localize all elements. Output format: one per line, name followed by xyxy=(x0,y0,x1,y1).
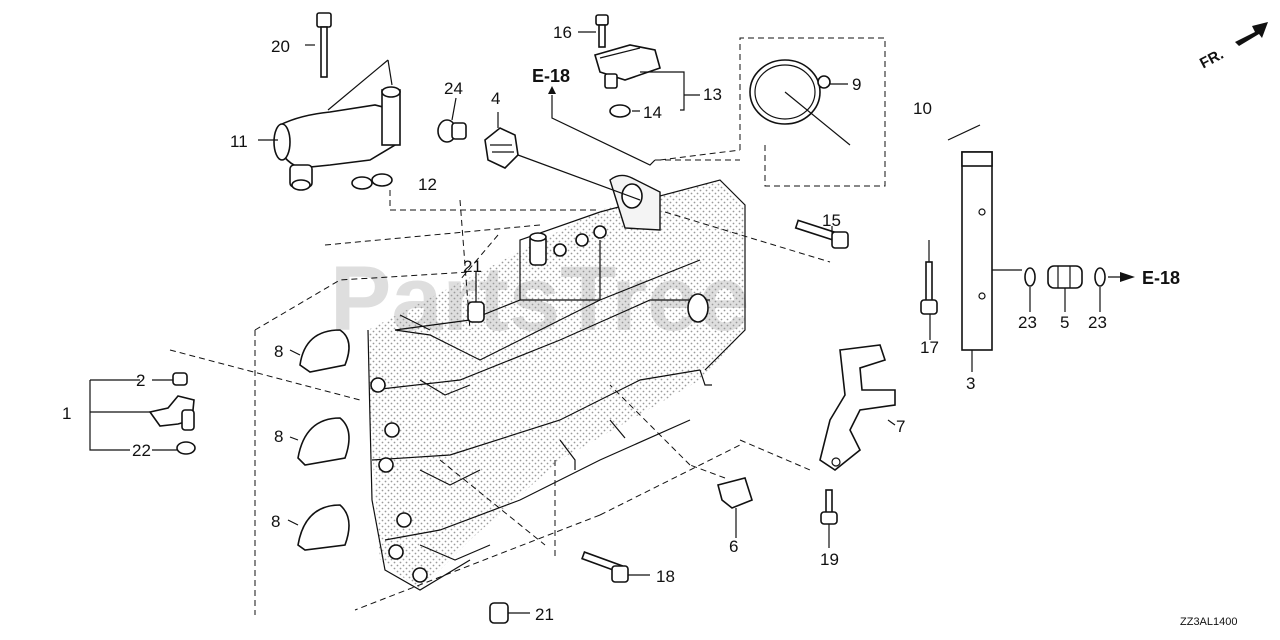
part-7-bracket xyxy=(819,344,896,471)
callout-7: 7 xyxy=(896,417,905,436)
callout-3: 3 xyxy=(966,374,975,393)
part-21-nut-lower xyxy=(489,602,509,624)
callout-18: 18 xyxy=(656,567,675,586)
part-8-gasket-3 xyxy=(297,504,350,551)
callout-19: 19 xyxy=(820,550,839,569)
part-3-fuel-rail xyxy=(961,151,993,351)
callout-23-b: 23 xyxy=(1088,313,1107,332)
callout-20: 20 xyxy=(271,37,290,56)
part-6-clip xyxy=(717,477,753,509)
part-19-bolt xyxy=(820,489,838,525)
part-22-o-ring xyxy=(176,441,196,455)
callout-23-a: 23 xyxy=(1018,313,1037,332)
callout-6: 6 xyxy=(729,537,738,556)
reference-label-e18-right: E-18 xyxy=(1142,268,1180,288)
part-24-cap xyxy=(437,119,467,143)
part-1-sensor xyxy=(148,395,195,431)
callout-10: 10 xyxy=(913,99,932,118)
intake-manifold-body xyxy=(367,174,746,591)
part-18-bolt xyxy=(581,551,629,583)
leader-lines xyxy=(89,31,1101,614)
callout-11: 11 xyxy=(230,132,248,151)
part-16-bolt xyxy=(595,14,609,48)
front-label: FR. xyxy=(1197,46,1226,72)
callout-12: 12 xyxy=(418,175,437,194)
callout-13: 13 xyxy=(703,85,722,104)
part-13-sensor xyxy=(594,44,661,89)
callout-21-upper: 21 xyxy=(463,257,482,276)
callout-21-lower: 21 xyxy=(535,605,554,624)
part-12-gaskets xyxy=(351,173,393,190)
front-direction-indicator: FR. xyxy=(1197,22,1268,72)
callout-8-a: 8 xyxy=(274,342,283,361)
part-23-o-ring-2 xyxy=(1094,267,1106,287)
callout-5: 5 xyxy=(1060,313,1069,332)
callout-16: 16 xyxy=(553,23,572,42)
callout-24: 24 xyxy=(444,79,463,98)
part-8-gasket-1 xyxy=(299,329,350,373)
callout-1: 1 xyxy=(62,404,71,423)
callout-22: 22 xyxy=(132,441,151,460)
part-11-valve xyxy=(273,86,401,191)
part-5-injector-seal xyxy=(1047,265,1083,289)
callout-8-b: 8 xyxy=(274,427,283,446)
drawing-code: ZZ3AL1400 xyxy=(1180,616,1237,628)
part-8-gasket-2 xyxy=(297,417,350,466)
part-17-bolt xyxy=(920,261,938,315)
callout-15: 15 xyxy=(822,211,841,230)
callout-4: 4 xyxy=(491,89,500,108)
part-23-o-ring xyxy=(1024,267,1036,287)
part-4-fitting xyxy=(484,127,519,169)
callout-9: 9 xyxy=(852,75,861,94)
part-2-washer xyxy=(172,372,188,386)
callout-8-c: 8 xyxy=(271,512,280,531)
reference-label-e18-top: E-18 xyxy=(532,66,570,86)
part-21-nut-upper xyxy=(467,301,485,323)
part-15-bolt xyxy=(794,219,849,249)
part-20-bolt xyxy=(316,12,332,78)
callout-2: 2 xyxy=(136,371,145,390)
callout-17: 17 xyxy=(920,338,939,357)
callout-14: 14 xyxy=(643,103,662,122)
part-14-o-ring xyxy=(609,104,631,118)
part-9-gasket xyxy=(749,59,831,125)
